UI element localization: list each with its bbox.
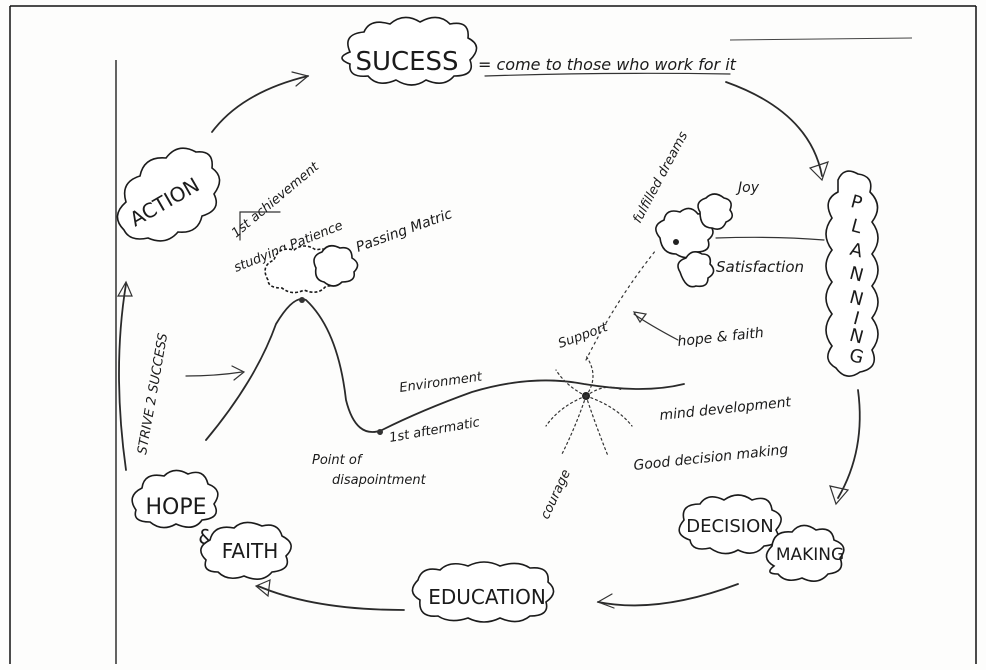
passing-matric-cloud	[264, 244, 359, 294]
planning-node: P L A N N I N G	[825, 170, 879, 377]
journey-line	[205, 298, 685, 441]
journey-curve	[185, 211, 685, 441]
support-label: Support	[556, 320, 610, 352]
arrow-action-to-success-head	[291, 71, 310, 87]
action-node: ACTION	[116, 147, 221, 242]
making-node: MAKING	[765, 524, 845, 582]
hope-label: HOPE	[145, 495, 206, 520]
courage-label: courage	[538, 467, 574, 521]
tree-branches	[545, 355, 633, 457]
first-achievement-label: 1st achievement	[229, 159, 323, 241]
faith-label: FAITH	[222, 539, 279, 563]
hope-node: HOPE	[131, 469, 219, 529]
education-label: EDUCATION	[428, 585, 546, 609]
growth-tree	[545, 193, 825, 457]
decision-label: DECISION	[686, 516, 773, 537]
top-right-stroke	[729, 37, 913, 41]
hope-faith-pointer	[633, 313, 679, 341]
disappointment-label-1: Point of	[312, 453, 364, 468]
arrow-success-to-planning-head	[808, 161, 829, 182]
strive-note: STRIVE 2 SUCCESS	[135, 332, 171, 456]
hope-faith-pointer-head	[632, 311, 648, 324]
planning-letter-8: G	[847, 345, 866, 369]
mind-development-label: mind development	[659, 394, 793, 424]
arrow-education-to-faith	[257, 585, 405, 611]
tree-trunk	[585, 249, 657, 361]
decision-node: DECISION	[678, 494, 782, 555]
satisfaction-label: Satisfaction	[716, 258, 804, 276]
arrow-success-to-planning	[725, 81, 823, 177]
planning-letter-6: I	[851, 308, 862, 330]
arrow-planning-to-decision-head	[829, 485, 850, 506]
low-point	[377, 429, 383, 435]
journey-arrow-in-head	[231, 365, 246, 381]
disappointment-label-2: disapointment	[332, 473, 427, 488]
arrow-action-to-success	[211, 75, 309, 133]
education-node: EDUCATION	[411, 561, 555, 623]
planning-letter-4: N	[847, 263, 865, 287]
good-decision-label: Good decision making	[633, 442, 789, 474]
arrow-education-to-faith-head	[254, 579, 271, 598]
success-note-underline	[484, 72, 731, 77]
cycle-arrows	[116, 71, 861, 611]
making-label: MAKING	[776, 545, 844, 565]
satisfaction-link	[715, 236, 825, 241]
achievement-bracket	[239, 211, 281, 241]
success-node: SUCESS	[341, 16, 478, 86]
arrow-decision-to-education	[597, 583, 739, 607]
dream-dot	[673, 239, 679, 245]
planning-letter-7: N	[847, 325, 865, 349]
arrow-hope-to-action-head	[116, 280, 133, 297]
joy-label: Joy	[735, 180, 760, 196]
hope-faith-label: hope & faith	[677, 325, 765, 350]
arrow-hope-to-action	[118, 283, 127, 471]
faith-node: FAITH	[200, 521, 292, 580]
arrow-decision-to-education-head	[596, 593, 615, 609]
passing-matric-label: Passing Matric	[354, 206, 455, 256]
journey-arrow-in	[185, 371, 243, 377]
peak-point	[299, 297, 305, 303]
planning-letter-5: N	[847, 287, 865, 311]
arrow-planning-to-decision	[837, 389, 861, 499]
success-label: SUCESS	[355, 47, 458, 77]
success-note: = come to those who work for it	[478, 55, 737, 74]
